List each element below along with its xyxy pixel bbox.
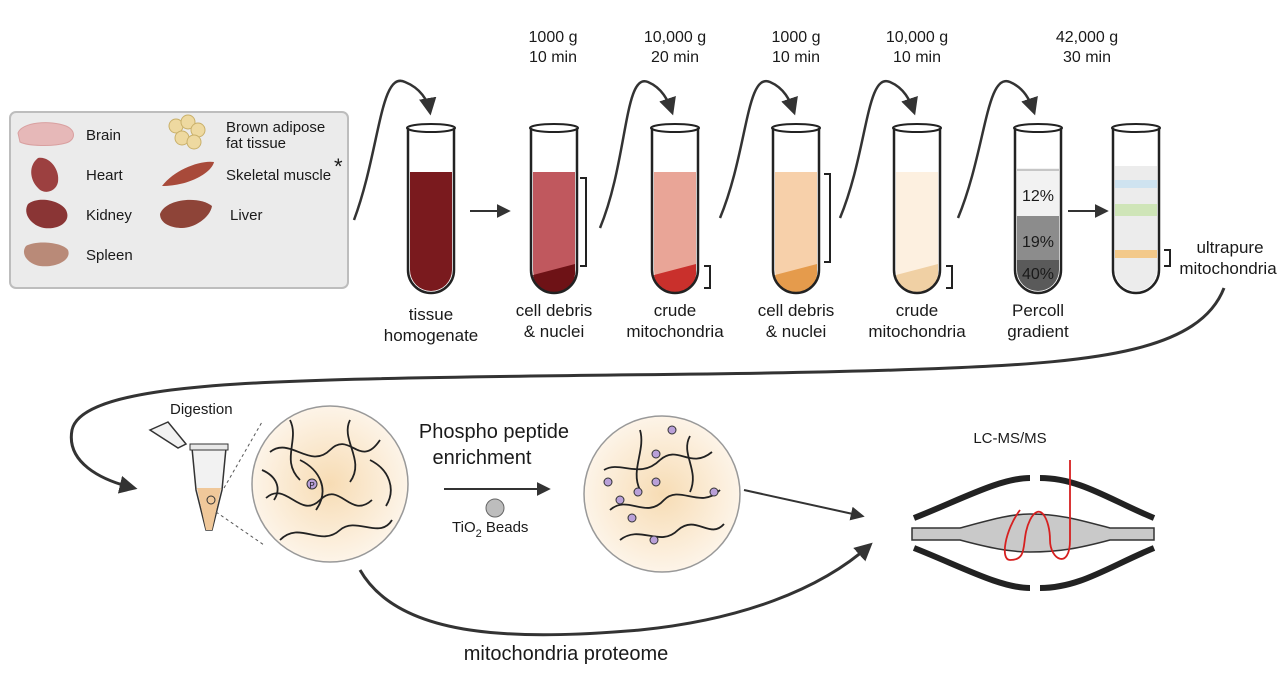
legend-skeletal-muscle: Skeletal muscle — [226, 167, 331, 184]
tube-homogenate — [406, 123, 456, 295]
cond-3-time: 10 min — [772, 49, 820, 66]
tissue-legend: Brain Heart Kidney Spleen Brown adipose … — [9, 111, 349, 289]
lcms-label: LC-MS/MS — [973, 430, 1046, 447]
gradient-40: 40% — [1022, 266, 1054, 283]
tube-labels: tissue homogenate cell debris & nuclei c… — [384, 238, 1277, 345]
cond-5-speed: 42,000 g — [1056, 29, 1118, 46]
phospho-mark-1: P — [309, 481, 314, 490]
cond-2-speed: 10,000 g — [644, 29, 706, 46]
legend-kidney: Kidney — [86, 207, 132, 224]
proteome-label: mitochondria proteome — [464, 643, 669, 665]
tube1-line1: tissue — [409, 305, 453, 324]
return-arrow — [69, 287, 1226, 494]
liver-icon — [160, 199, 212, 228]
kidney-icon — [26, 199, 68, 229]
product-line2: mitochondria — [1179, 259, 1277, 278]
tube-crude-mito-2 — [892, 123, 953, 295]
cond-3-speed: 1000 g — [772, 29, 821, 46]
tube2-line2: & nuclei — [524, 322, 584, 341]
centrifuge-conditions: 1000 g 10 min 10,000 g 20 min 1000 g 10 … — [529, 29, 1119, 66]
tube-percoll-gradient: 12% 19% 40% — [1013, 123, 1063, 295]
tube4-line1: cell debris — [758, 301, 835, 320]
cond-1-time: 10 min — [529, 49, 577, 66]
spleen-icon — [23, 242, 69, 267]
tube6-line1: Percoll — [1012, 301, 1064, 320]
gradient-19: 19% — [1022, 234, 1054, 251]
tube-ultrapure — [1111, 123, 1171, 295]
heart-icon — [31, 157, 59, 192]
digestion-tube: Digestion — [148, 401, 265, 546]
tube1-line2: homogenate — [384, 326, 479, 345]
tube5-line2: mitochondria — [868, 322, 966, 341]
tube2-line1: cell debris — [516, 301, 593, 320]
phosphopeptides — [583, 415, 741, 573]
lcms-instrument: LC-MS/MS — [911, 430, 1156, 591]
legend-heart: Heart — [86, 167, 124, 184]
tube6-line2: gradient — [1007, 322, 1069, 341]
peptide-mixture: P — [251, 405, 409, 563]
brain-icon — [17, 122, 74, 146]
product-line1: ultrapure — [1196, 238, 1263, 257]
cond-4-time: 10 min — [893, 49, 941, 66]
transfer-arrows — [352, 79, 1109, 229]
tube5-line1: crude — [896, 301, 939, 320]
legend-brown-adipose: Brown adipose — [226, 119, 325, 136]
legend-fat-tissue: fat tissue — [226, 135, 286, 152]
enrichment-line2: enrichment — [433, 447, 532, 469]
adipose-icon — [168, 114, 206, 150]
tube4-line2: & nuclei — [766, 322, 826, 341]
cond-5-time: 30 min — [1063, 49, 1111, 66]
legend-liver: Liver — [230, 207, 263, 224]
to-lcms-arrow — [743, 489, 865, 521]
tube3-line2: mitochondria — [626, 322, 724, 341]
muscle-icon — [162, 161, 214, 186]
cond-2-time: 20 min — [651, 49, 699, 66]
tube-cell-debris-2 — [771, 123, 831, 295]
digestion-label: Digestion — [170, 401, 233, 418]
tube3-line1: crude — [654, 301, 697, 320]
tio2-beads: TiO2 Beads — [452, 519, 528, 540]
cond-1-speed: 1000 g — [529, 29, 578, 46]
proteome-arrow — [358, 542, 873, 637]
enrichment-line1: Phospho peptide — [419, 421, 569, 443]
legend-brain: Brain — [86, 127, 121, 144]
tube-cell-debris-1 — [529, 123, 587, 295]
legend-spleen: Spleen — [86, 247, 133, 264]
legend-asterisk: * — [334, 154, 343, 179]
gradient-12: 12% — [1022, 188, 1054, 205]
bead-icon — [485, 498, 505, 518]
tube-crude-mito-1 — [650, 123, 711, 295]
cond-4-speed: 10,000 g — [886, 29, 948, 46]
